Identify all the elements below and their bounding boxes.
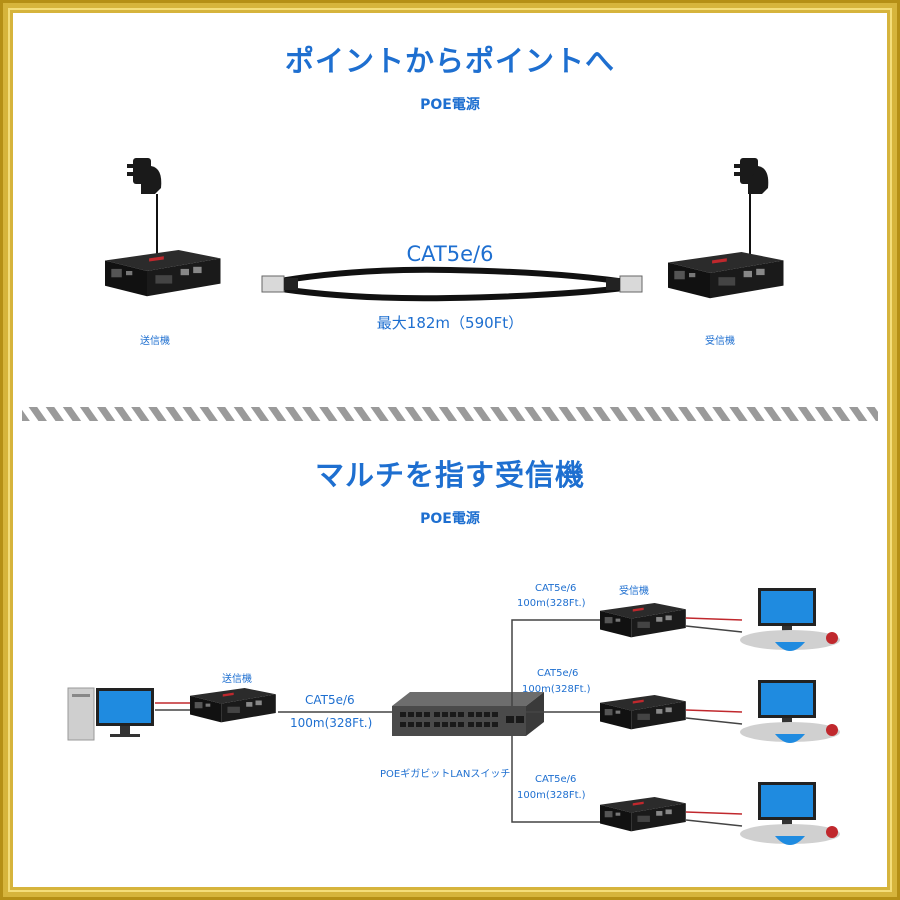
top-transmitter-label: 送信機	[140, 336, 170, 347]
top-rj45-left	[261, 275, 285, 293]
branch-2-distance-label: 100m(328Ft.)	[522, 684, 591, 695]
bottom-power-label: POE電源	[420, 511, 480, 527]
source-pc-monitor	[96, 688, 154, 737]
bottom-title: マルチを指す受信機	[314, 458, 585, 492]
link-cable-label: CAT5e/6	[305, 693, 355, 707]
branch-1-distance-label: 100m(328Ft.)	[517, 598, 586, 609]
branch-1-cable-label: CAT5e/6	[535, 583, 577, 594]
branch-cables	[511, 619, 602, 823]
workstation-1	[740, 588, 840, 651]
bottom-receiver-label: 受信機	[619, 586, 649, 597]
top-ethernet-cable	[265, 266, 635, 286]
branch-3-cable-label: CAT5e/6	[535, 774, 577, 785]
receiver-1	[600, 603, 686, 638]
receiver-2	[600, 695, 686, 730]
switch-label: POEギガビットLANスイッチ	[380, 769, 511, 780]
branch-3-distance-label: 100m(328Ft.)	[517, 790, 586, 801]
top-receiver-plug	[734, 158, 769, 194]
bottom-transmitter-device	[190, 688, 276, 723]
top-title: ポイントからポイントへ	[284, 44, 615, 78]
top-power-label: POE電源	[420, 97, 480, 113]
link-distance-label: 100m(328Ft.)	[290, 716, 373, 730]
branch-2-cable-label: CAT5e/6	[537, 668, 579, 679]
bottom-transmitter-label: 送信機	[222, 674, 252, 685]
top-rj45-right	[619, 275, 643, 293]
receiver-3	[600, 797, 686, 832]
source-pc-tower	[67, 687, 95, 741]
top-cable-label: CAT5e/6	[406, 242, 494, 266]
poe-switch	[392, 692, 544, 736]
section-divider	[22, 407, 878, 421]
top-distance-label: 最大182m（590Ft）	[376, 314, 524, 332]
workstation-2	[740, 680, 840, 743]
workstation-3	[740, 782, 840, 845]
top-transmitter-plug	[127, 158, 162, 194]
top-receiver-label: 受信機	[705, 336, 735, 347]
